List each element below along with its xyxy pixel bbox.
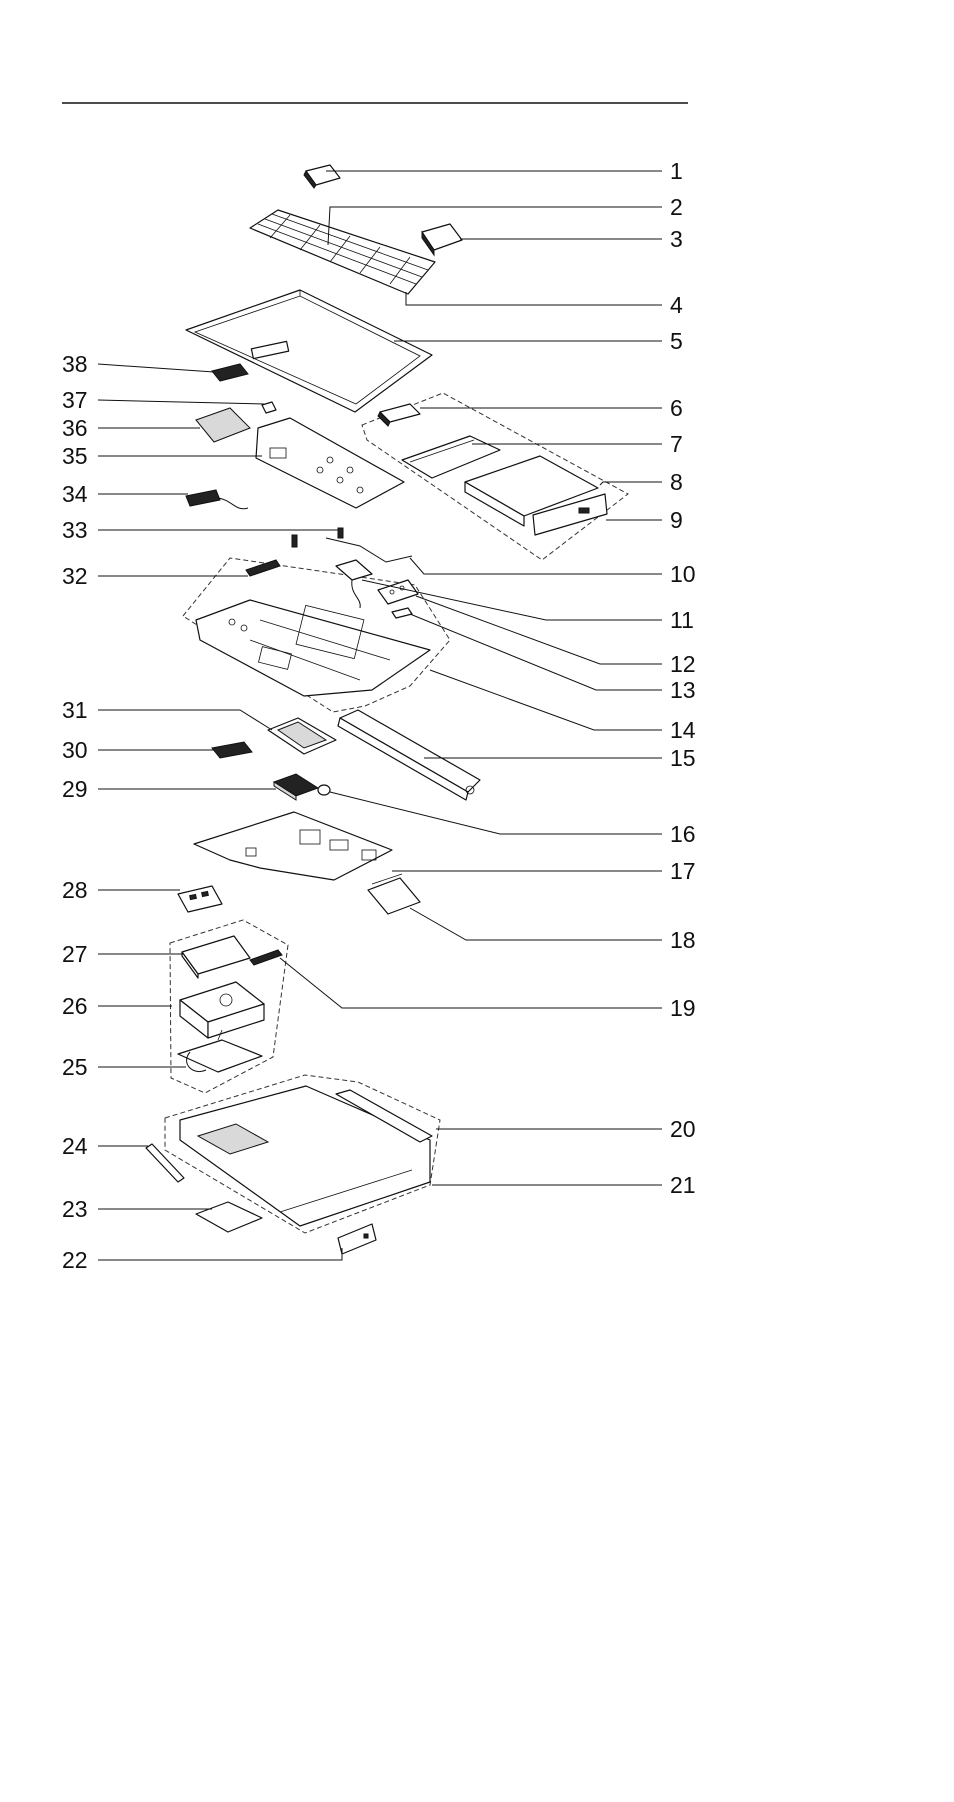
leader-22: [98, 1248, 343, 1261]
callout-1: 1: [670, 158, 683, 184]
callout-6: 6: [670, 395, 683, 421]
callout-7: 7: [670, 431, 683, 457]
part-22-cap: [337, 1223, 377, 1255]
part-27-hdd-cover: [181, 935, 251, 979]
callout-5: 5: [670, 328, 683, 354]
leader-10: [409, 557, 662, 575]
leader-4: [405, 292, 662, 306]
callout-2: 2: [670, 194, 683, 220]
leader-11: [361, 579, 662, 621]
callout-37: 37: [62, 387, 88, 413]
callout-29: 29: [62, 776, 88, 802]
system-board-group-outline: [182, 557, 451, 713]
part-24-latch: [145, 1143, 185, 1183]
callout-16: 16: [670, 821, 696, 847]
callout-33: 33: [62, 517, 88, 543]
callout-19: 19: [670, 995, 696, 1021]
leader-37: [97, 399, 265, 405]
part-11-fan: [335, 559, 373, 609]
optical-drive-group-outline: [361, 392, 629, 561]
leader-13: [409, 613, 662, 691]
part-3-connector: [421, 223, 463, 257]
part-8-optical-drive: [464, 455, 599, 527]
callout-32: 32: [62, 563, 88, 589]
callout-27: 27: [62, 941, 88, 967]
part-18-board: [367, 873, 421, 915]
callout-11: 11: [670, 607, 694, 633]
leader-19: [279, 957, 662, 1009]
part-29-heatsink: [272, 773, 320, 801]
part-35-shield-plate: [255, 417, 405, 509]
leader-8: [599, 481, 662, 486]
leader-31: [98, 709, 273, 731]
callout-36: 36: [62, 415, 88, 441]
leader-12: [415, 595, 662, 665]
part-37-bracket: [261, 401, 277, 414]
hard-disk-group-outline: [169, 919, 289, 1094]
callout-26: 26: [62, 993, 88, 1019]
callout-18: 18: [670, 927, 696, 953]
callout-25: 25: [62, 1054, 88, 1080]
callout-3: 3: [670, 226, 683, 252]
callout-12: 12: [670, 651, 696, 677]
callout-17: 17: [670, 858, 696, 884]
part-19-connector: [249, 949, 283, 966]
part-5-top-cover: [185, 289, 433, 413]
part-10-flex-cable: [325, 537, 413, 563]
callout-24: 24: [62, 1133, 88, 1159]
part-14-base-chassis: [195, 599, 431, 697]
leader-lines: [97, 170, 662, 1261]
callout-22: 22: [62, 1247, 88, 1273]
part-38-hinge-cover: [211, 363, 249, 382]
part-17-system-board: [193, 811, 393, 881]
part-30-connector-board: [211, 741, 253, 759]
part-34-cable: [185, 489, 249, 510]
part-1-clip: [303, 164, 341, 189]
part-23-door: [195, 1201, 263, 1233]
callout-34: 34: [62, 481, 88, 507]
leader-38: [97, 363, 215, 373]
callout-10: 10: [670, 561, 696, 587]
part-28-memory-module: [177, 885, 223, 913]
part-25-hdd-tray: [177, 1029, 263, 1073]
part-12-board: [377, 579, 419, 605]
part-7-drive-tray: [401, 435, 501, 479]
callout-23: 23: [62, 1196, 88, 1222]
part-13-connector: [391, 607, 413, 619]
callout-13: 13: [670, 677, 696, 703]
callout-4: 4: [670, 292, 683, 318]
part-33-connectors: [291, 527, 344, 548]
leader-2: [327, 206, 662, 246]
part-32-bracket: [245, 559, 281, 577]
callout-38: 38: [62, 351, 88, 377]
callout-9: 9: [670, 507, 683, 533]
callout-8: 8: [670, 469, 683, 495]
part-6-bracket: [377, 403, 421, 427]
leader-14: [429, 669, 662, 731]
callout-28: 28: [62, 877, 88, 903]
part-2-keyboard: [249, 209, 436, 295]
callout-31: 31: [62, 697, 88, 723]
leader-18: [409, 907, 662, 941]
part-31-pad: [267, 717, 337, 755]
part-36-card: [195, 407, 251, 443]
callout-14: 14: [670, 717, 696, 743]
part-15-battery: [337, 709, 481, 801]
leader-16: [329, 791, 662, 835]
callout-numbers: 1 2 3 4 5 6 7 8 9 10 11 12 13 14 15 16 1…: [62, 158, 696, 1273]
part-9-drive-bezel: [532, 493, 608, 536]
callout-20: 20: [670, 1116, 696, 1142]
bottom-cover-group-outline: [164, 1074, 441, 1234]
callout-35: 35: [62, 443, 88, 469]
callout-15: 15: [670, 745, 696, 771]
part-20-bottom-cover: [179, 1085, 433, 1227]
part-26-hard-disk: [179, 981, 265, 1039]
part-16-coin-battery: [317, 784, 331, 796]
callout-21: 21: [670, 1172, 696, 1198]
callout-30: 30: [62, 737, 88, 763]
